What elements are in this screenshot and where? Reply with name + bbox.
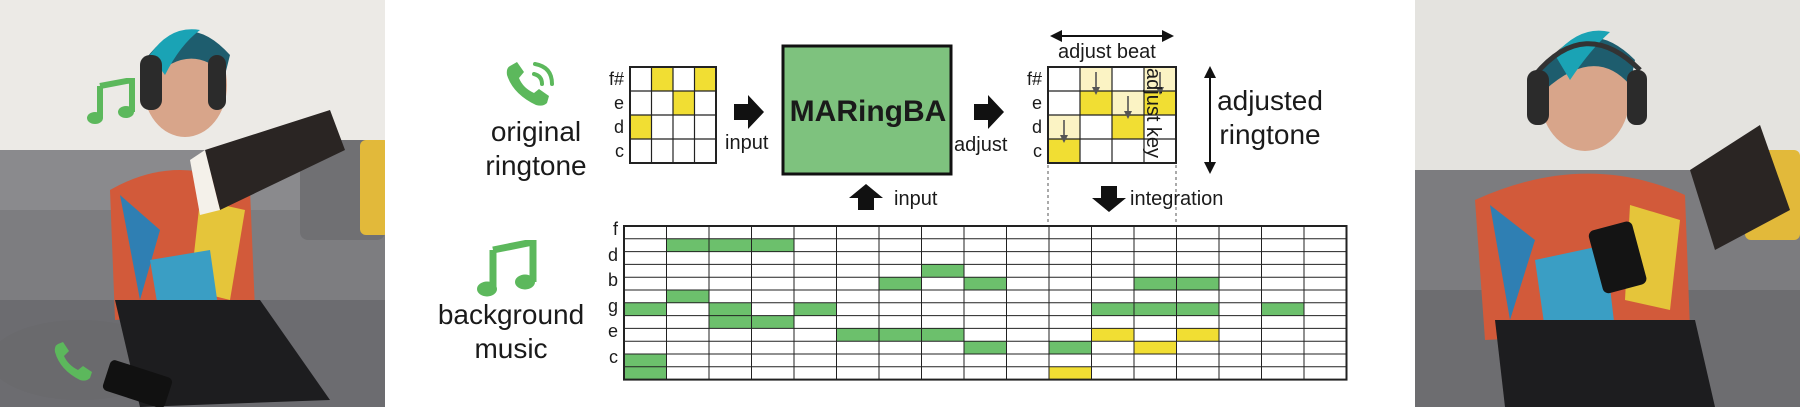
adjusted-ringtone-grid-border — [1047, 66, 1177, 164]
arrow-adjust — [974, 95, 1004, 129]
left-photo — [0, 0, 385, 407]
music-note-cell — [1134, 277, 1177, 290]
original-line2: ringtone — [485, 150, 587, 181]
music-note-cell — [964, 277, 1007, 290]
music-note-cell — [879, 328, 922, 342]
original-ringtone-row-label: c — [615, 141, 624, 161]
adjust-beat-arrow-right — [1162, 30, 1174, 42]
music-note-cell — [1261, 302, 1304, 316]
adjusted-ringtone-down-arrow-head — [1156, 87, 1164, 95]
original-ringtone-label: original ringtone — [475, 115, 597, 183]
ringtone-note-cell — [1176, 328, 1219, 342]
music-row-label: c — [609, 347, 618, 367]
background-music-label: background music — [424, 298, 598, 366]
original-line1: original — [490, 116, 582, 147]
arrow-integration — [1092, 186, 1126, 212]
music-row-label: f — [612, 219, 618, 239]
arrow-input-left-label: input — [725, 132, 769, 154]
music-note-cell — [1091, 302, 1134, 316]
arrow-adjust-label: adjust — [954, 134, 1008, 156]
ringtone-note-cell — [1134, 341, 1177, 354]
music-note-cell — [1176, 302, 1219, 316]
music-note-cell — [709, 238, 752, 252]
adjusted-ringtone-down-arrow-head — [1124, 111, 1132, 119]
music-note-cell — [666, 290, 709, 303]
music-row-label: g — [607, 295, 618, 316]
arrow-input-left — [734, 95, 764, 129]
music-note-cell — [751, 315, 794, 329]
original-ringtone-row-label: e — [613, 93, 624, 113]
music-note-cell — [624, 302, 667, 316]
music-note-icon-left — [86, 76, 136, 131]
adjusted-ringtone-down-arrow-head — [1092, 87, 1100, 95]
music-note-cell — [964, 341, 1007, 354]
music-note-cell — [709, 302, 752, 316]
music-note-cell — [751, 238, 794, 252]
arrow-input-bottom — [849, 184, 883, 210]
adjusted-ringtone-down-arrow-head — [1060, 135, 1068, 143]
music-note-cell — [666, 238, 709, 252]
music-note-cell — [921, 328, 964, 342]
adjusted-ringtone-row-label: f# — [1026, 69, 1042, 89]
original-ringtone-row-label: f# — [608, 69, 624, 89]
music-note-cell — [879, 277, 922, 290]
maringba-title: MARingBA — [789, 95, 947, 128]
phone-icon-left — [50, 338, 98, 391]
adjusted-line2: ringtone — [1219, 119, 1321, 150]
adjusted-line1: adjusted — [1217, 85, 1323, 116]
music-note-cell — [836, 328, 879, 342]
ringtone-note-cell — [1049, 366, 1092, 380]
adjusted-ringtone-label: adjusted ringtone — [1210, 84, 1330, 152]
original-ringtone-grid-border — [629, 66, 717, 164]
music-note-cell — [921, 264, 964, 278]
adjust-key-arrow-up — [1204, 66, 1216, 78]
music-note-icon-background — [477, 237, 537, 303]
adjust-key-arrow-down — [1204, 162, 1216, 174]
original-ringtone-note-cell — [694, 67, 716, 91]
phone-icon-original — [504, 58, 558, 115]
adjusted-ringtone-row-label: d — [1031, 117, 1042, 137]
arrow-input-bottom-label: input — [894, 188, 938, 210]
original-ringtone-note-cell — [630, 115, 652, 139]
music-row-label: d — [607, 244, 618, 265]
adjust-beat-arrow-left — [1050, 30, 1062, 42]
music-row-label: b — [607, 270, 618, 291]
music-row-label: e — [607, 321, 618, 342]
music-grid-border — [623, 225, 1348, 381]
music-note-cell — [1176, 277, 1219, 290]
music-note-cell — [1134, 302, 1177, 316]
adjusted-ringtone-row-label: c — [1033, 141, 1042, 161]
music-note-cell — [709, 315, 752, 329]
maringba-box — [781, 44, 953, 176]
music-note-cell — [1049, 341, 1092, 354]
original-ringtone-note-cell — [673, 91, 695, 115]
original-ringtone-note-cell — [651, 67, 673, 91]
right-photo — [1415, 0, 1800, 407]
music-note-cell — [624, 354, 667, 367]
adjust-key-label: adjust key — [1142, 68, 1164, 159]
arrow-integration-label: integration — [1130, 188, 1224, 210]
music-note-cell — [624, 366, 667, 380]
original-ringtone-row-label: d — [613, 117, 624, 137]
background-line2: music — [474, 333, 548, 364]
music-note-cell — [794, 302, 837, 316]
ringtone-note-cell — [1091, 328, 1134, 342]
background-line1: background — [437, 299, 585, 330]
adjusted-ringtone-row-label: e — [1031, 93, 1042, 113]
adjust-beat-label: adjust beat — [1058, 41, 1156, 63]
